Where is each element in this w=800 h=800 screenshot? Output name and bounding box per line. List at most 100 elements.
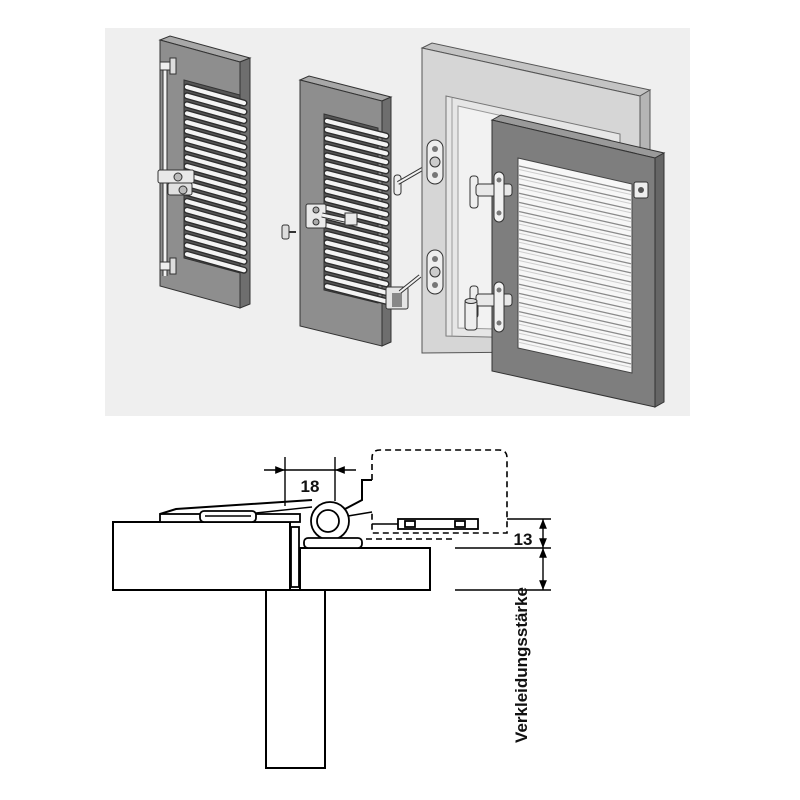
catch-body (281, 224, 290, 240)
right-shutter-louvers (518, 165, 632, 368)
louver-slat (324, 153, 389, 173)
louver-slat (324, 127, 389, 147)
louver-slat (324, 179, 389, 199)
shutter-bracket-tab (404, 520, 416, 528)
louver-slat (518, 201, 632, 229)
screw-hole (432, 146, 438, 152)
louver-slat (518, 292, 632, 320)
middle-shutter-upper-hinge (393, 166, 425, 196)
strap-arm-inner (255, 506, 313, 514)
louver-slat-highlight (518, 323, 632, 350)
screw-hole (432, 282, 438, 288)
louver-slat (324, 275, 389, 295)
espagnolette-knob (178, 185, 188, 195)
louver-slat (518, 256, 632, 283)
shutter-bracket-tab (454, 520, 466, 528)
screw-hole (432, 172, 438, 178)
wall-reveal-section (112, 521, 291, 591)
louver-slat (518, 247, 632, 274)
louver-slat (518, 283, 632, 310)
louver-slat (184, 216, 247, 238)
louver-slat (518, 210, 632, 238)
hinge-leaf (493, 281, 505, 333)
wall-catch (281, 224, 296, 240)
louver-slat (184, 243, 247, 264)
louver-slat (518, 329, 632, 356)
hinge-barrel (303, 479, 373, 549)
louver-slat (184, 252, 247, 273)
middle-shutter (281, 75, 425, 347)
louver-slat-highlight (518, 287, 632, 314)
shutter-latch (305, 203, 358, 229)
latch-keeper (344, 212, 358, 226)
louver-slat (324, 197, 389, 217)
louver-slat (518, 301, 632, 329)
wall-post-section (265, 589, 326, 769)
right-shutter-louver-opening (517, 157, 633, 374)
louver-slat (184, 199, 247, 220)
louver-slat-highlight (518, 178, 632, 205)
louver-slat-highlight (518, 305, 632, 332)
screw-hole (496, 177, 502, 183)
left-shutter (157, 35, 252, 309)
louver-slat (324, 118, 389, 139)
hinge-leaf (493, 171, 505, 223)
louver-slat-highlight (518, 205, 632, 232)
louver-slat-highlight (518, 314, 632, 341)
louver-slat (184, 225, 247, 246)
hinge-block-shadow (392, 293, 402, 307)
dimension-value-13: 13 (514, 530, 533, 549)
louver-slat (518, 165, 632, 192)
window-with-shutter (420, 42, 666, 408)
louver-slat (184, 137, 247, 158)
louver-slat-highlight (518, 169, 632, 195)
left-shutter-louvers (183, 83, 248, 274)
post-body (464, 299, 478, 331)
screw-hole (496, 287, 502, 293)
frame-hinge-plate-lower (426, 249, 444, 295)
louver-slat (518, 310, 632, 338)
louver-slat-highlight (518, 269, 632, 296)
louver-slat-highlight (518, 232, 632, 259)
screw-hole (496, 210, 502, 216)
louver-slat (184, 102, 247, 123)
louver-slat (518, 338, 632, 365)
hinge-arm (399, 275, 421, 293)
louver-slat-highlight (518, 214, 632, 241)
dimension-18: 18 (264, 457, 356, 506)
louver-slat (518, 174, 632, 201)
louver-slat (324, 145, 389, 165)
louver-slat-highlight (518, 223, 632, 250)
espagnolette-top-keeper (169, 57, 177, 75)
louver-slat-highlight (518, 241, 632, 268)
louver-slat (324, 249, 389, 269)
louver-slat (184, 93, 247, 114)
hinge-pivot (429, 266, 441, 278)
louver-slat (324, 223, 389, 243)
louver-slat (324, 258, 389, 278)
hinge-section-drawing: 18 13 Verkleidungsstärke (112, 449, 551, 769)
frame-hinge-plate-upper (426, 139, 444, 185)
louver-slat (184, 190, 247, 211)
louver-slat (184, 84, 247, 106)
hinge-pivot (429, 156, 441, 168)
louver-slat-highlight (518, 196, 632, 223)
louver-slat (324, 240, 389, 260)
louver-slat (518, 238, 632, 265)
louver-slat (518, 192, 632, 219)
louver-slat (184, 128, 247, 150)
shutter-outline (371, 449, 508, 534)
louver-slat-highlight (518, 260, 632, 286)
louver-slat (518, 229, 632, 256)
hinge-pin (393, 174, 402, 196)
latch-screw (312, 206, 320, 214)
louver-slat-highlight (518, 341, 632, 368)
cladding-section (299, 547, 431, 591)
hinge-strap-section (159, 499, 313, 523)
middle-shutter-lower-hinge (385, 274, 422, 310)
barrel-pin (316, 509, 340, 533)
hinge-arm-lower (347, 511, 373, 517)
louver-slat (184, 172, 247, 194)
post-top (464, 298, 478, 304)
